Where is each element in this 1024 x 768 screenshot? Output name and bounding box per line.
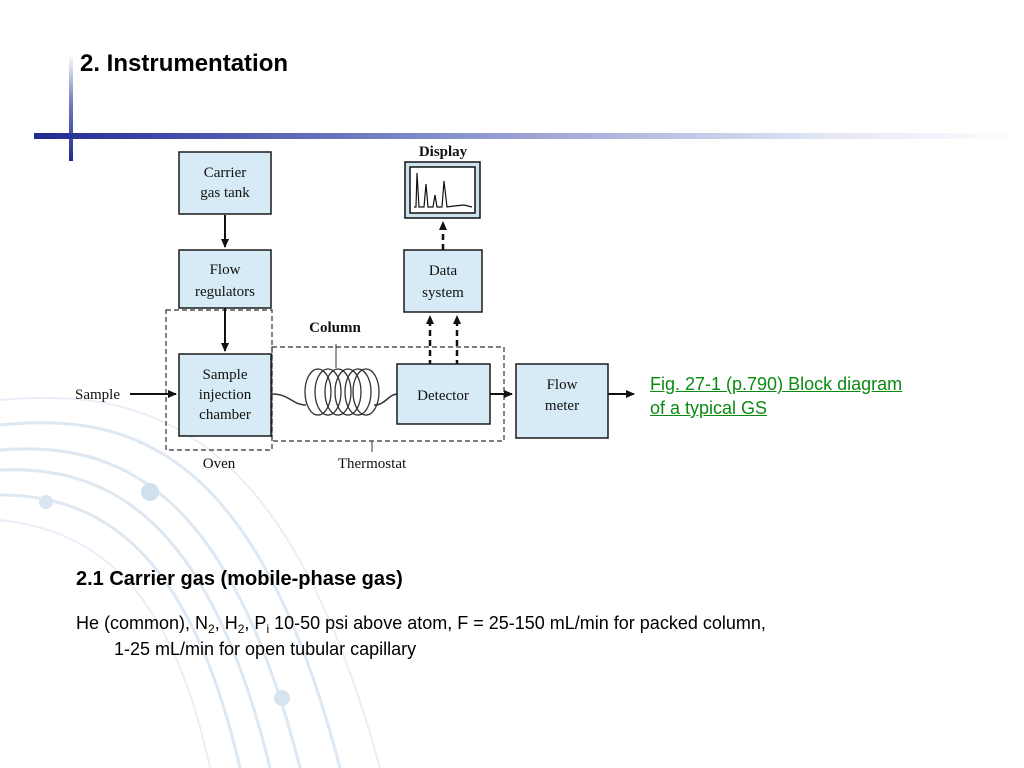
sample-label: Sample	[75, 387, 120, 403]
sample-injection-label-2: injection	[199, 387, 252, 403]
column-label: Column	[309, 320, 361, 336]
body-text-3: , P	[244, 613, 267, 633]
carrier-gas-tank-box	[178, 151, 272, 215]
display-monitor-icon	[404, 161, 481, 219]
data-system-label-2: system	[422, 285, 464, 301]
data-system-label-1: Data	[429, 263, 458, 279]
detector-label: Detector	[417, 388, 469, 404]
body-sub-1: 2	[208, 622, 215, 636]
data-system-box	[403, 249, 483, 313]
title-horizontal-rule	[34, 133, 1024, 139]
section-subheading: 2.1 Carrier gas (mobile-phase gas)	[76, 568, 403, 590]
detector-box	[396, 363, 491, 425]
display-label: Display	[419, 144, 468, 160]
sample-injection-box	[178, 353, 272, 437]
carrier-gas-tank-label-1: Carrier	[204, 165, 246, 181]
sample-injection-label-1: Sample	[203, 367, 248, 383]
title-vertical-rule	[69, 55, 73, 161]
figure-caption-line-2[interactable]: of a typical GS	[650, 398, 768, 418]
figure-caption-line-1[interactable]: Fig. 27-1 (p.790) Block diagram	[650, 374, 903, 394]
flow-regulators-box	[178, 249, 272, 309]
body-paragraph: He (common), N2, H2, Pi 10-50 psi above …	[76, 610, 976, 662]
sample-injection-label-3: chamber	[199, 407, 251, 423]
figure-caption[interactable]: Fig. 27-1 (p.790) Block diagram of a typ…	[650, 372, 980, 420]
body-text-4: 10-50 psi above atom, F = 25-150 mL/min …	[269, 613, 766, 633]
flow-meter-label-1: Flow	[547, 377, 578, 393]
body-line-2: 1-25 mL/min for open tubular capillary	[114, 639, 417, 659]
body-sub-2: 2	[237, 622, 245, 636]
body-text-1: He (common), N	[76, 613, 209, 633]
flow-regulators-label-2: regulators	[195, 284, 255, 300]
carrier-gas-tank-label-2: gas tank	[200, 185, 250, 201]
page-title: 2. Instrumentation	[80, 50, 289, 77]
flow-meter-label-2: meter	[545, 398, 579, 414]
flow-regulators-label-1: Flow	[210, 262, 241, 278]
background-swirl-decoration	[0, 396, 381, 768]
body-sub-3: i	[266, 622, 270, 636]
column-coil-icon	[271, 344, 399, 416]
thermostat-label: Thermostat	[338, 456, 407, 472]
flow-meter-box	[515, 363, 609, 439]
gc-block-diagram: Carrier gas tank Flow regulators Sample …	[75, 144, 635, 472]
oven-label: Oven	[203, 456, 236, 472]
body-text-2: , H	[214, 613, 238, 633]
